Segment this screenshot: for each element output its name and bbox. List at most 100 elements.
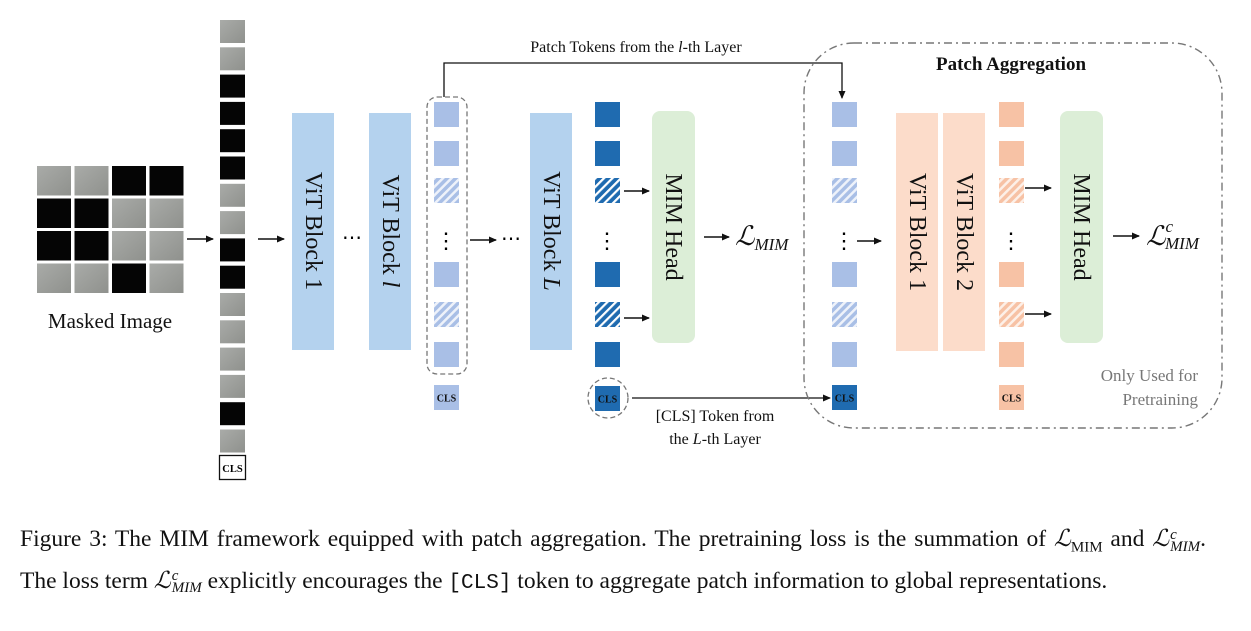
image-patch xyxy=(37,263,71,293)
caption-text: explicitly encourages the xyxy=(201,567,449,594)
patch-token xyxy=(595,342,620,367)
patch-token xyxy=(999,102,1024,127)
patch-token xyxy=(832,262,857,287)
input-cls-label: CLS xyxy=(222,464,243,475)
masked-patch-token xyxy=(999,178,1024,203)
masked-patch xyxy=(37,231,71,261)
masked-token xyxy=(220,402,245,426)
masked-image-grid xyxy=(37,166,184,293)
vertical-ellipsis: ⋮ xyxy=(596,228,618,253)
figure-caption: Figure 3: The MIM framework equipped wit… xyxy=(20,523,1206,600)
masked-patch-token xyxy=(832,178,857,203)
masked-patch xyxy=(74,231,109,261)
vit-block-1-label: ViT Block 1 xyxy=(300,172,326,290)
mim-framework-diagram: Masked Image CLS ViT Block 1 ⋯ ViT Block… xyxy=(37,20,1223,481)
image-token xyxy=(220,347,245,371)
mim-head xyxy=(652,111,695,343)
masked-token xyxy=(220,238,245,262)
vertical-ellipsis: ⋮ xyxy=(435,228,457,253)
ellipsis: ⋯ xyxy=(501,228,521,250)
vertical-ellipsis: ⋮ xyxy=(833,228,855,253)
image-token xyxy=(220,374,245,398)
masked-token xyxy=(220,156,245,180)
cls-token xyxy=(832,385,857,410)
masked-patch-token xyxy=(832,302,857,327)
cls-token xyxy=(999,385,1024,410)
cls-token xyxy=(434,385,459,410)
loss-mim-math: ℒMIM xyxy=(1053,526,1103,556)
ellipsis: ⋯ xyxy=(342,227,362,249)
image-token xyxy=(220,47,245,71)
caption-text: Figure 3: The MIM framework equipped wit… xyxy=(20,526,1054,552)
image-token xyxy=(220,183,245,207)
vit-block-l-label: ViT Block l xyxy=(377,175,403,288)
image-patch xyxy=(74,166,109,196)
aggregation-input-tokens: ⋮CLS xyxy=(832,102,857,410)
caption-text: token to aggregate patch information to … xyxy=(511,567,1108,594)
image-token xyxy=(220,320,245,344)
masked-patch xyxy=(149,166,184,196)
cls-token-label: CLS xyxy=(598,395,618,406)
image-patch xyxy=(74,263,109,293)
vit-block-1 xyxy=(292,113,334,350)
layer-l-tokens: ⋮ CLS xyxy=(434,102,459,410)
patch-token xyxy=(434,262,459,287)
patch-token xyxy=(595,102,620,127)
masked-token xyxy=(220,74,245,98)
patch-token xyxy=(595,141,620,166)
image-token xyxy=(220,429,245,453)
patch-token xyxy=(832,342,857,367)
masked-patch xyxy=(74,198,109,228)
cls-selection-outline xyxy=(587,377,629,419)
agg-vit-block-1-label: ViT Block 1 xyxy=(904,173,930,291)
layer-l-selection-outline xyxy=(426,96,468,375)
agg-vit-block-2 xyxy=(943,113,985,351)
vertical-ellipsis: ⋮ xyxy=(1000,228,1022,253)
image-patch xyxy=(149,231,184,261)
masked-patch-token xyxy=(434,178,459,203)
masked-token xyxy=(220,265,245,289)
image-patch xyxy=(149,263,184,293)
patch-token xyxy=(999,262,1024,287)
vit-block-L-label: ViT Block L xyxy=(538,171,564,290)
pretraining-note-line1: Only Used for xyxy=(1101,366,1199,385)
caption-text: . The loss term xyxy=(20,526,1206,594)
patch-token xyxy=(832,141,857,166)
pretraining-note-line2: Pretraining xyxy=(1122,390,1198,409)
masked-patch-token xyxy=(595,302,620,327)
masked-patch-token xyxy=(999,302,1024,327)
cls-token-label-line2: the L-th Layer xyxy=(669,431,761,448)
caption-text: and xyxy=(1102,526,1153,552)
agg-mim-head-label: MIM Head xyxy=(1068,173,1094,280)
patch-token xyxy=(832,102,857,127)
patch-tokens-connector xyxy=(443,62,846,99)
cls-token-label: CLS xyxy=(437,394,457,405)
image-patch xyxy=(112,231,146,261)
image-patch xyxy=(37,166,71,196)
input-token-sequence xyxy=(220,20,245,453)
image-patch xyxy=(149,198,184,228)
agg-vit-block-2-label: ViT Block 2 xyxy=(951,173,977,291)
input-cls-token xyxy=(218,454,247,481)
masked-image-label: Masked Image xyxy=(48,309,172,333)
patch-token xyxy=(999,141,1024,166)
patch-token xyxy=(434,102,459,127)
agg-mim-head xyxy=(1060,111,1103,343)
patch-token xyxy=(434,342,459,367)
mim-loss: ℒMIM xyxy=(735,221,789,254)
masked-patch xyxy=(37,198,71,228)
agg-vit-block-1 xyxy=(896,113,938,351)
cls-token xyxy=(595,386,620,411)
image-patch xyxy=(112,198,146,228)
image-token xyxy=(220,20,245,43)
patch-aggregation-title: Patch Aggregation xyxy=(936,54,1086,75)
vit-block-l xyxy=(369,113,411,350)
patch-token xyxy=(434,141,459,166)
cls-token-label-line1: [CLS] Token from xyxy=(656,408,775,425)
masked-patch xyxy=(112,166,146,196)
patch-token xyxy=(999,342,1024,367)
masked-token xyxy=(220,101,245,125)
